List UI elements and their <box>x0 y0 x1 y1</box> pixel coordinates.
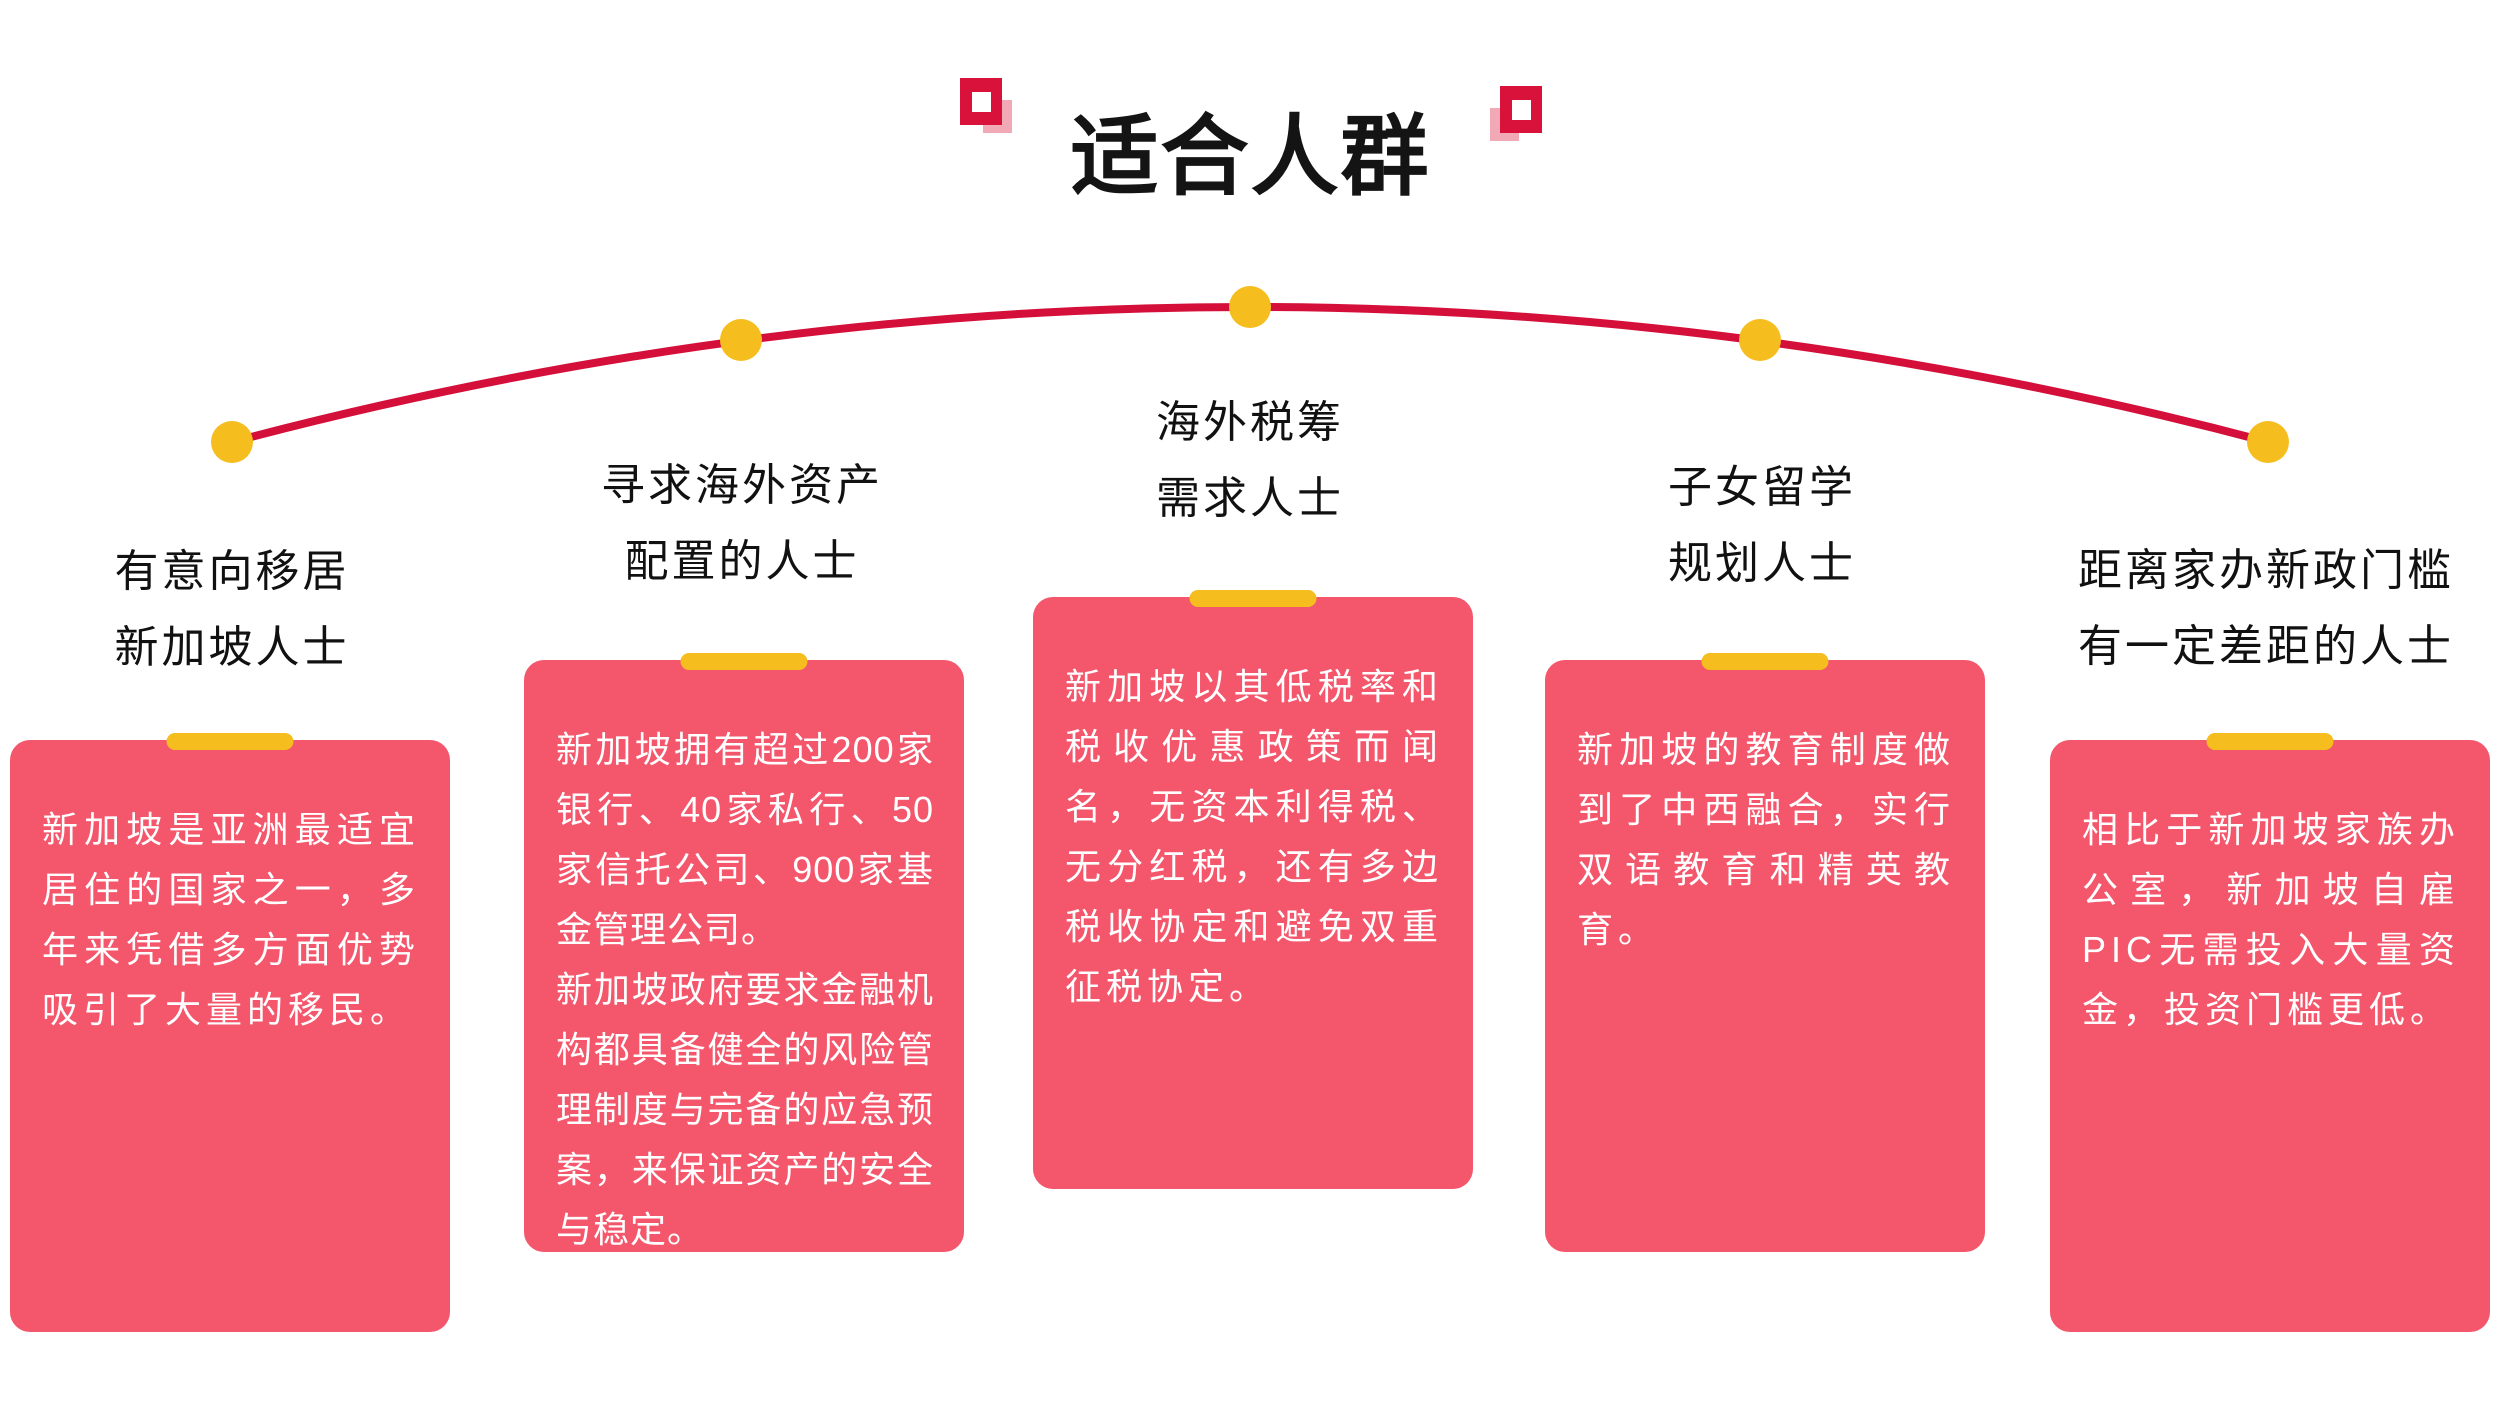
milestone-dot-3 <box>1229 286 1271 328</box>
card-tab-icon <box>680 653 808 670</box>
card-paragraph: 新加坡是亚洲最适宜居住的国家之一，多年来凭借多方面优势吸引了大量的移民。 <box>42 809 420 1030</box>
milestone-dot-5 <box>2247 421 2289 463</box>
card-paragraph: 新加坡政府要求金融机构都具备健全的风险管理制度与完备的应急预案，来保证资产的安全… <box>556 969 934 1250</box>
group-card-2: 新加坡拥有超过200家银行、40家私行、50家信托公司、900家基金管理公司。 … <box>524 653 964 1252</box>
group-label-3: 海外税筹 需求人士 <box>1156 385 1344 537</box>
square-box <box>1500 86 1542 133</box>
group-card-4: 新加坡的教育制度做到了中西融合，实行双语教育和精英教育。 <box>1545 653 1985 1252</box>
card-paragraph: 新加坡拥有超过200家银行、40家私行、50家信托公司、900家基金管理公司。 <box>556 729 934 950</box>
square-hole <box>971 91 991 112</box>
card-body: 新加坡的教育制度做到了中西融合，实行双语教育和精英教育。 <box>1545 660 1985 960</box>
card-tab-icon <box>1189 590 1317 607</box>
card-body: 新加坡拥有超过200家银行、40家私行、50家信托公司、900家基金管理公司。 … <box>524 660 964 1260</box>
group-label-line: 有意向移居 <box>114 547 350 596</box>
square-hole <box>1511 99 1531 120</box>
card-tab-icon <box>166 733 294 750</box>
group-label-line: 配置的人士 <box>624 537 860 586</box>
card-tab-icon <box>2206 733 2334 750</box>
group-card-1: 新加坡是亚洲最适宜居住的国家之一，多年来凭借多方面优势吸引了大量的移民。 <box>10 733 450 1332</box>
title-right-square-icon <box>1490 86 1552 152</box>
group-label-line: 需求人士 <box>1156 474 1344 523</box>
group-label-2: 寻求海外资产 配置的人士 <box>601 448 883 600</box>
card-body: 相比于新加坡家族办公室，新加坡自雇PIC无需投入大量资金，投资门槛更低。 <box>2050 740 2490 1040</box>
group-label-line: 海外税筹 <box>1156 398 1344 447</box>
group-label-line: 规划人士 <box>1668 539 1856 588</box>
group-label-5: 距离家办新政门槛 有一定差距的人士 <box>2078 533 2454 685</box>
milestone-dot-2 <box>720 319 762 361</box>
group-label-line: 新加坡人士 <box>114 623 350 672</box>
group-card-5: 相比于新加坡家族办公室，新加坡自雇PIC无需投入大量资金，投资门槛更低。 <box>2050 733 2490 1332</box>
card-body: 新加坡是亚洲最适宜居住的国家之一，多年来凭借多方面优势吸引了大量的移民。 <box>10 740 450 1040</box>
group-label-line: 距离家办新政门槛 <box>2078 546 2454 595</box>
card-paragraph: 相比于新加坡家族办公室，新加坡自雇PIC无需投入大量资金，投资门槛更低。 <box>2082 809 2460 1030</box>
card-body: 新加坡以其低税率和税收优惠政策而闻名，无资本利得税、无分红税，还有多边税收协定和… <box>1033 597 1473 1017</box>
group-label-line: 子女留学 <box>1668 463 1856 512</box>
card-tab-icon <box>1701 653 1829 670</box>
milestone-dot-4 <box>1739 319 1781 361</box>
group-label-1: 有意向移居 新加坡人士 <box>115 534 350 686</box>
group-label-line: 寻求海外资产 <box>601 461 883 510</box>
milestone-dot-1 <box>211 421 253 463</box>
group-label-line: 有一定差距的人士 <box>2078 622 2454 671</box>
square-box <box>960 78 1002 125</box>
title-left-square-icon <box>960 78 1022 144</box>
group-card-3: 新加坡以其低税率和税收优惠政策而闻名，无资本利得税、无分红税，还有多边税收协定和… <box>1033 590 1473 1189</box>
page-title: 适合人群 <box>1070 106 1431 206</box>
card-paragraph: 新加坡的教育制度做到了中西融合，实行双语教育和精英教育。 <box>1577 729 1955 950</box>
card-paragraph: 新加坡以其低税率和税收优惠政策而闻名，无资本利得税、无分红税，还有多边税收协定和… <box>1065 666 1443 1007</box>
group-label-4: 子女留学 规划人士 <box>1668 450 1856 602</box>
